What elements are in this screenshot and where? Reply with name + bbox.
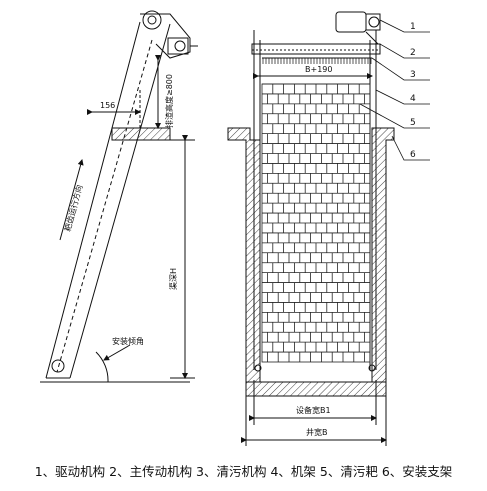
lift-height-label: 排渣高度≥800 (164, 74, 174, 128)
frame-back-edge (69, 23, 171, 379)
frame-inner-edge (56, 39, 153, 373)
callout-6: 6 (410, 150, 416, 160)
callout-1: 1 (410, 22, 416, 32)
install-angle-label: 安装倾角 (112, 336, 144, 346)
callout-numbers: 1 2 3 4 5 6 (410, 22, 416, 160)
callout-4: 4 (410, 94, 416, 104)
direction-label: 耙齿运行方向 (62, 184, 84, 233)
parts-legend-caption: 1、驱动机构 2、主传动机构 3、清污机构 4、机架 5、清污耙 6、安装支架 (34, 464, 453, 479)
tail-wheel (46, 359, 70, 379)
b190-label: B+190 (305, 65, 332, 74)
dim-bottom (241, 380, 387, 446)
well-wall-left (227, 127, 261, 383)
well-wall-right (371, 127, 395, 383)
drive-motor (335, 11, 381, 45)
callout-5: 5 (410, 118, 416, 128)
channel-depth-label: 渠深H (168, 268, 178, 290)
screen-panel (261, 83, 371, 363)
head-frame (251, 43, 381, 55)
callout-leaders (359, 19, 430, 161)
side-view (40, 10, 198, 383)
drive-head (140, 10, 198, 59)
callout-2: 2 (410, 48, 416, 58)
well-width-label: 井宽B (306, 427, 328, 437)
dim-156-label: 156 (100, 101, 115, 110)
callout-3: 3 (410, 70, 416, 80)
rake-teeth (262, 58, 372, 64)
well-floor (245, 381, 387, 397)
frame-front-edge (45, 21, 141, 379)
device-width-label: 设备宽B1 (296, 405, 331, 415)
platform-slab (111, 127, 171, 141)
